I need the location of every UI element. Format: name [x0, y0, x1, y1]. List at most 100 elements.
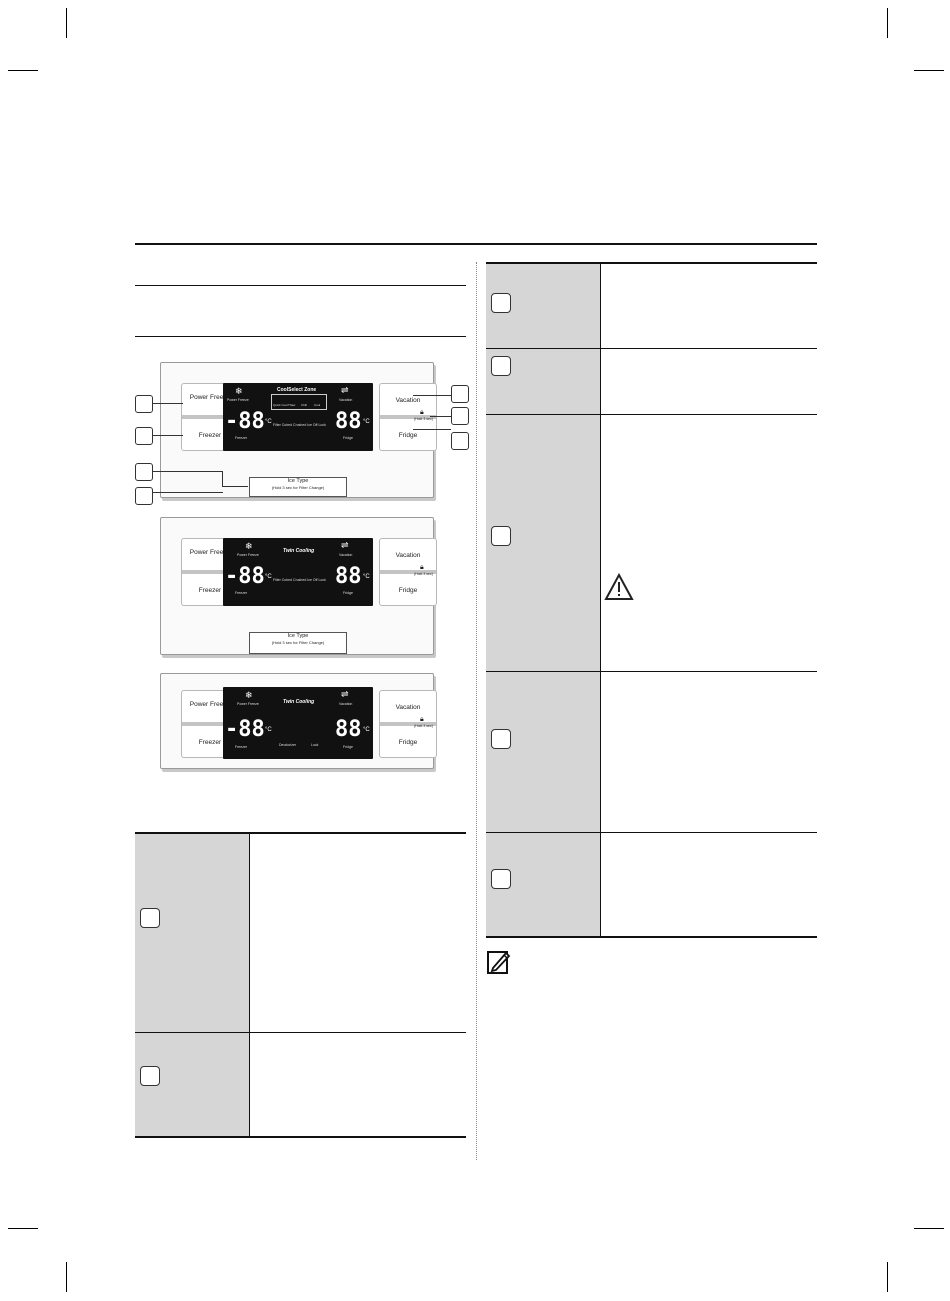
vacation-button[interactable]: Vacation — [395, 552, 421, 559]
column-divider — [476, 262, 477, 1160]
leader-line — [222, 471, 223, 486]
fridge-button[interactable]: Fridge — [398, 587, 418, 594]
crop-mark — [914, 1228, 944, 1229]
fridge-indicator: Fridge — [343, 745, 353, 749]
callout-box — [451, 385, 469, 403]
ice-type-sub: (Hold 3 sec for Filter Change) — [271, 640, 325, 645]
item-number-box — [140, 908, 160, 928]
table-label-cell — [486, 672, 600, 832]
crop-mark — [66, 8, 67, 38]
callout-box — [135, 427, 153, 445]
crop-mark — [66, 1262, 67, 1292]
item-number-box — [140, 1066, 160, 1086]
item-number-box — [491, 526, 511, 546]
display-a: ❄ Power Freeze CoolSelect Zone Quick Coo… — [223, 383, 373, 451]
crop-mark — [8, 1228, 38, 1229]
power-freeze-button[interactable]: Power Freeze — [189, 394, 231, 401]
leader-line — [153, 435, 183, 436]
item-number-box — [491, 729, 511, 749]
table-rule — [135, 832, 466, 834]
freezer-temp-digits: -88 — [225, 564, 265, 589]
ice-type-label: Ice Type — [287, 478, 309, 484]
crop-mark — [8, 70, 38, 71]
fridge-indicator: Fridge — [343, 436, 353, 440]
power-freeze-button[interactable]: Power Freeze — [189, 549, 231, 556]
hold-3sec-label: (Hold 3 sec) — [414, 572, 433, 576]
right-button-group: Vacation Fridge — [379, 383, 437, 451]
fridge-temp-digits: 88 — [335, 564, 362, 589]
top-rule — [135, 243, 817, 245]
leader-line — [222, 486, 248, 487]
vacation-indicator: Vacation — [339, 702, 353, 706]
left-rule — [135, 285, 466, 286]
lock-icon: 🔒︎ — [420, 409, 424, 416]
freezer-button[interactable]: Freezer — [198, 739, 222, 746]
fridge-button[interactable]: Fridge — [398, 432, 418, 439]
note-pencil-icon — [487, 951, 511, 974]
freezer-button[interactable]: Freezer — [198, 432, 222, 439]
item-number-box — [491, 869, 511, 889]
deodorizer-indicator: Deodorizer — [279, 743, 297, 747]
freezer-indicator: Freezer — [235, 591, 248, 595]
power-freeze-indicator: Power Freeze — [237, 702, 259, 706]
left-rule — [135, 336, 466, 337]
table-column-line — [600, 264, 601, 936]
leader-line — [413, 429, 451, 430]
fridge-temp-digits: 88 — [335, 409, 362, 434]
table-rule — [486, 414, 817, 415]
ice-type-button[interactable]: Ice Type (Hold 3 sec for Filter Change) — [249, 632, 347, 654]
callout-box — [451, 407, 469, 425]
display-c: ❄ Power Freeze Twin Cooling ⇌ Vacation -… — [223, 687, 373, 759]
right-button-group: Vacation Fridge — [379, 538, 437, 606]
fridge-deg-unit: °C — [363, 419, 370, 425]
leader-line — [413, 395, 451, 396]
zone-title: CoolSelect Zone — [277, 387, 317, 393]
fridge-button[interactable]: Fridge — [398, 739, 418, 746]
callout-box — [135, 395, 153, 413]
ice-type-label: Ice Type — [287, 633, 309, 639]
ice-type-button[interactable]: Ice Type (Hold 3 sec for Filter Change) — [249, 477, 347, 497]
zone-box: Quick Cool Thaw Chill Cool — [271, 394, 327, 410]
fridge-indicator: Fridge — [343, 591, 353, 595]
vacation-indicator: Vacation — [339, 553, 353, 557]
control-panel-a: Power Freeze Freezer ❄ Power Freeze Cool… — [160, 362, 437, 498]
table-label-cell — [135, 834, 249, 1032]
vacation-person-icon: ⇌ — [341, 385, 349, 395]
twin-cooling-label: Twin Cooling — [283, 699, 315, 705]
power-freeze-indicator: Power Freeze — [237, 553, 259, 557]
lock-icon: 🔒︎ — [420, 716, 424, 723]
control-panel-b: Power Freeze Freezer ❄ Power Freeze Twin… — [160, 517, 437, 655]
vacation-button[interactable]: Vacation — [395, 704, 421, 711]
vacation-person-icon: ⇌ — [341, 689, 349, 699]
vacation-indicator: Vacation — [339, 398, 353, 402]
table-column-line — [249, 834, 250, 1136]
leader-line — [153, 492, 223, 493]
hold-3sec-label: (Hold 3 sec) — [414, 724, 433, 728]
table-rule — [486, 262, 817, 264]
leader-line — [153, 471, 223, 472]
snowflake-icon: ❄ — [245, 541, 253, 551]
twin-cooling-label: Twin Cooling — [283, 548, 315, 554]
right-button-group: Vacation Fridge — [379, 690, 437, 758]
zone-thaw: Thaw — [288, 403, 296, 407]
status-row: Filter Cubed Crushed Ice Off Lock — [273, 423, 326, 427]
fridge-deg-unit: °C — [363, 727, 370, 733]
power-freeze-indicator: Power Freeze — [227, 398, 249, 402]
table-rule — [135, 1032, 466, 1033]
snowflake-icon: ❄ — [235, 386, 243, 396]
warning-triangle-icon — [604, 573, 634, 600]
freezer-deg-unit: °C — [265, 419, 272, 425]
freezer-deg-unit: °C — [265, 574, 272, 580]
freezer-indicator: Freezer — [235, 745, 248, 749]
zone-cool: Cool — [314, 403, 321, 407]
freezer-temp-digits: -88 — [225, 409, 265, 434]
table-rule — [486, 832, 817, 833]
callout-box — [135, 463, 153, 481]
item-number-box — [491, 356, 511, 376]
item-number-box — [491, 293, 511, 313]
power-freeze-button[interactable]: Power Freeze — [189, 701, 231, 708]
table-rule — [486, 348, 817, 349]
leader-line — [153, 403, 183, 404]
freezer-button[interactable]: Freezer — [198, 587, 222, 594]
vacation-button[interactable]: Vacation — [395, 397, 421, 404]
